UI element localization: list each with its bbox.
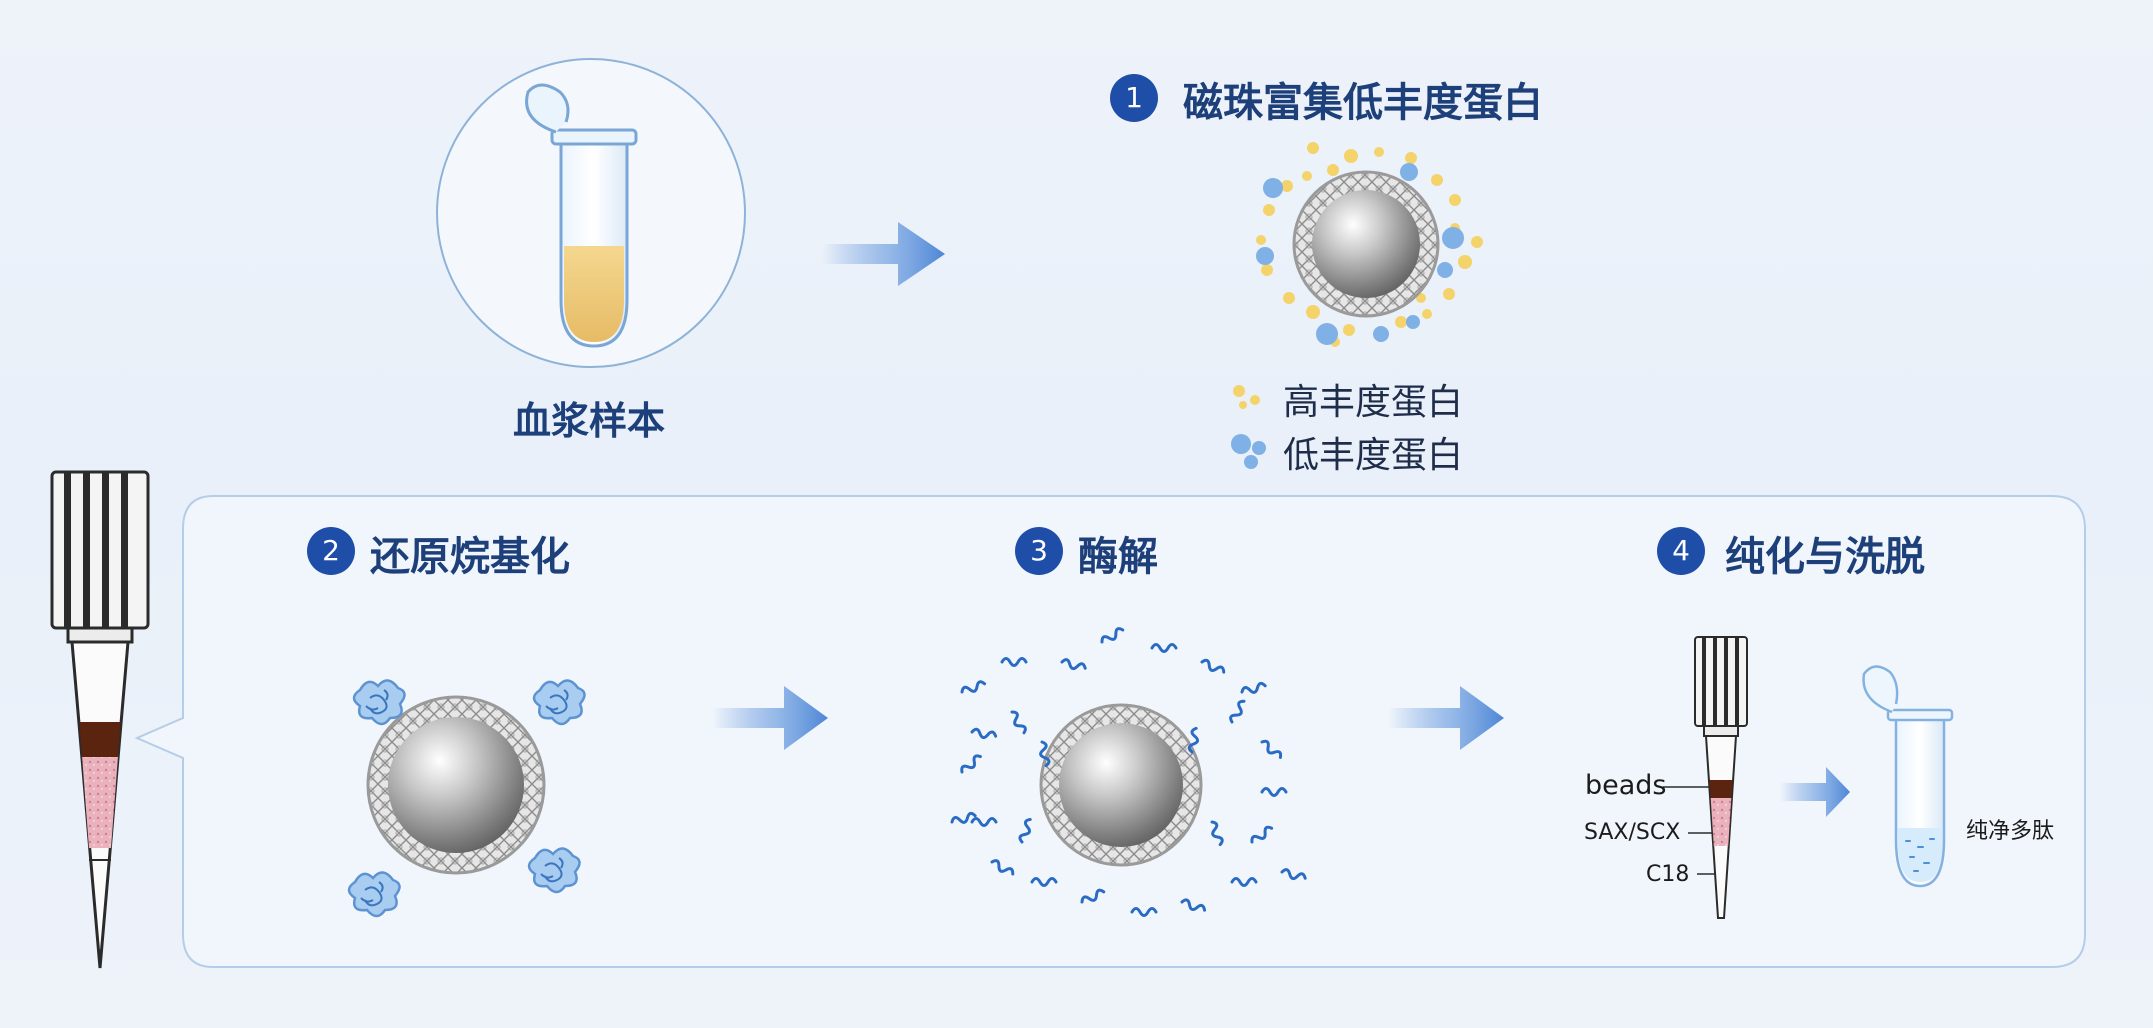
- purified-peptides-label: 纯净多肽: [1966, 819, 2055, 844]
- step2-badge: 2: [307, 527, 355, 575]
- step1-enrichment-illustration: [1256, 142, 1483, 347]
- flow-arrow: [712, 686, 828, 750]
- magnetic-bead: [1312, 190, 1420, 298]
- beads-layer-label: beads: [1585, 770, 1667, 801]
- step4-title: 纯化与洗脱: [1725, 534, 1925, 580]
- spin-tip-illustration: [50, 470, 150, 969]
- step2-reduction-alkylation-illustration: [347, 679, 586, 918]
- step3-badge: 3: [1015, 527, 1063, 575]
- step1-title: 磁珠富集低丰度蛋白: [1183, 80, 1543, 126]
- legend-low-abundance-icon: [1231, 434, 1266, 469]
- step4-purification-tip-illustration: [1663, 636, 1748, 919]
- low-abundance-protein-dots: [1256, 163, 1464, 345]
- step2-title: 还原烷基化: [370, 534, 570, 580]
- c18-layer-label: C18: [1646, 862, 1690, 887]
- step3-title: 酶解: [1078, 534, 1158, 580]
- plasma-sample-label: 血浆样本: [513, 399, 666, 443]
- sax-scx-layer: [82, 757, 118, 848]
- legend-low-abundance-label: 低丰度蛋白: [1283, 435, 1464, 476]
- magnetic-bead: [1059, 723, 1183, 847]
- beads-layer: [79, 722, 121, 757]
- sax-scx-layer: [1710, 798, 1732, 846]
- step3-digestion-illustration: [949, 625, 1308, 917]
- plasma-tube-icon: [525, 83, 638, 348]
- step4-badge: 4: [1657, 527, 1705, 575]
- beads-layer: [1709, 780, 1733, 798]
- step1-badge: 1: [1110, 74, 1158, 122]
- high-abundance-protein-dots: [1256, 142, 1483, 347]
- plasma-liquid: [564, 246, 624, 342]
- flow-arrow: [822, 222, 945, 286]
- legend-high-abundance-label: 高丰度蛋白: [1283, 382, 1464, 423]
- flow-arrow: [1780, 767, 1850, 817]
- magnetic-bead: [388, 717, 524, 853]
- plasma-sample-illustration: [436, 58, 746, 368]
- flow-arrow: [1388, 686, 1504, 750]
- legend-high-abundance-icon: [1233, 385, 1260, 409]
- sax-scx-layer-label: SAX/SCX: [1584, 820, 1681, 845]
- collection-tube-illustration: [1862, 665, 1954, 888]
